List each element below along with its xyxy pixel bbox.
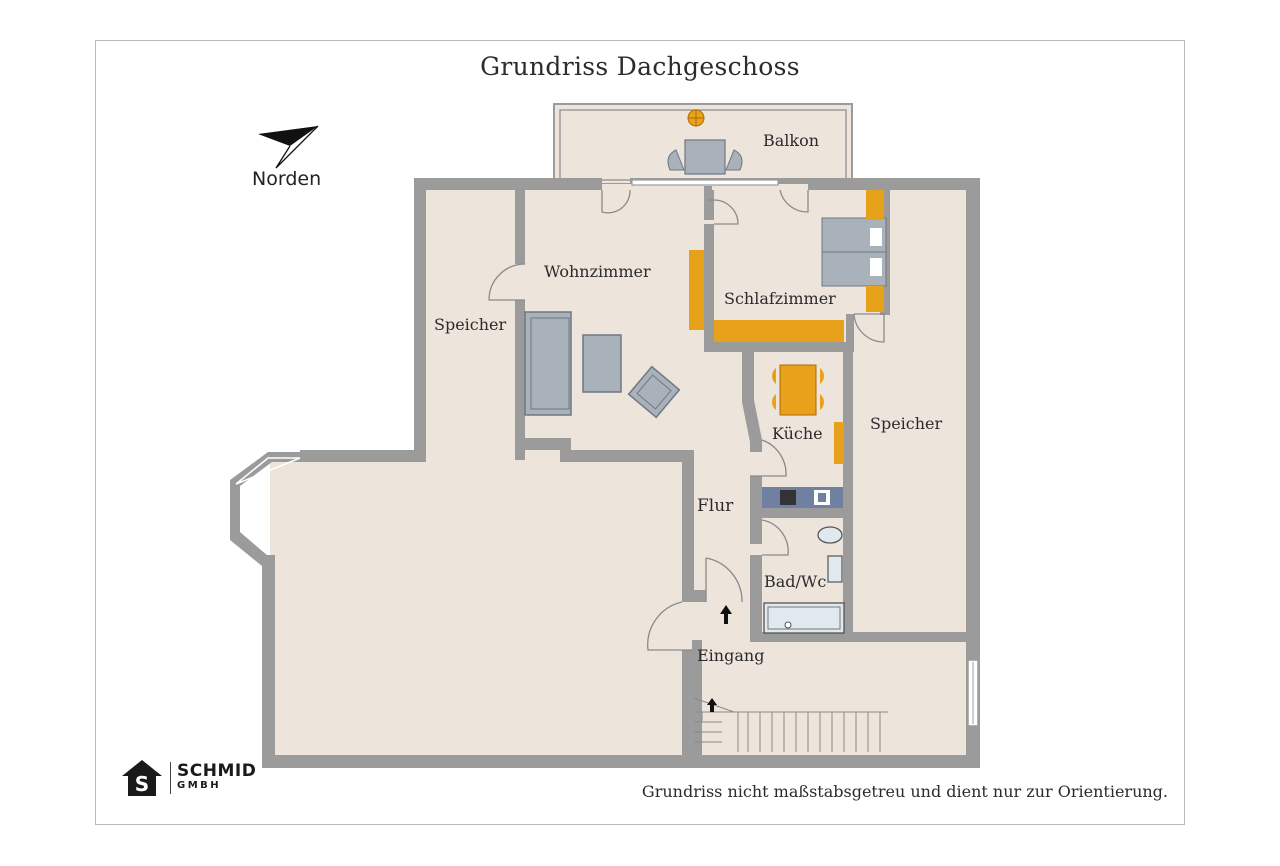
walls — [230, 178, 980, 768]
wardrobe — [714, 320, 844, 342]
sofa — [524, 311, 572, 416]
house-s-logo-icon: S — [122, 760, 162, 796]
balcony-door — [631, 179, 779, 196]
bathroom-fixtures — [763, 526, 845, 634]
stairs-arrow-icon — [707, 698, 717, 712]
page-title: Grundriss Dachgeschoss — [480, 52, 800, 81]
compass-label: Norden — [252, 168, 322, 190]
room-label-schlafzimmer: Schlafzimmer — [724, 289, 836, 308]
sideboard — [689, 250, 704, 330]
armchair — [627, 365, 681, 419]
logo-divider — [170, 762, 171, 794]
room-label-eingang: Eingang — [697, 646, 764, 665]
room-label-bad: Bad/Wc — [764, 572, 826, 591]
door-swings — [488, 189, 885, 651]
company-logo: S SCHMID GMBH — [120, 758, 260, 798]
coffee-table — [582, 334, 622, 393]
plan-frame — [95, 40, 1185, 825]
logo-name: SCHMID — [177, 761, 257, 781]
disclaimer-note: Grundriss nicht maßstabsgetreu und dient… — [641, 782, 1168, 801]
dining-set — [771, 364, 825, 416]
nightstand-top — [866, 190, 884, 220]
room-label-kueche: Küche — [772, 424, 823, 443]
entrance-arrow-icon — [720, 605, 732, 624]
nightstand-bottom — [866, 286, 884, 312]
balcony-furniture — [667, 109, 743, 175]
staircase — [693, 697, 888, 752]
north-arrow-icon — [258, 125, 319, 169]
room-label-wohnzimmer: Wohnzimmer — [544, 262, 651, 281]
kitchen-counter — [762, 487, 843, 508]
svg-text:S: S — [135, 772, 149, 796]
room-label-flur: Flur — [697, 496, 734, 516]
logo-suffix: GMBH — [177, 780, 222, 791]
room-label-speicher-right: Speicher — [870, 414, 943, 433]
bed — [821, 217, 887, 287]
kitchen-shelf — [834, 422, 844, 464]
room-label-speicher-left: Speicher — [434, 315, 507, 334]
room-label-balkon: Balkon — [763, 131, 819, 150]
